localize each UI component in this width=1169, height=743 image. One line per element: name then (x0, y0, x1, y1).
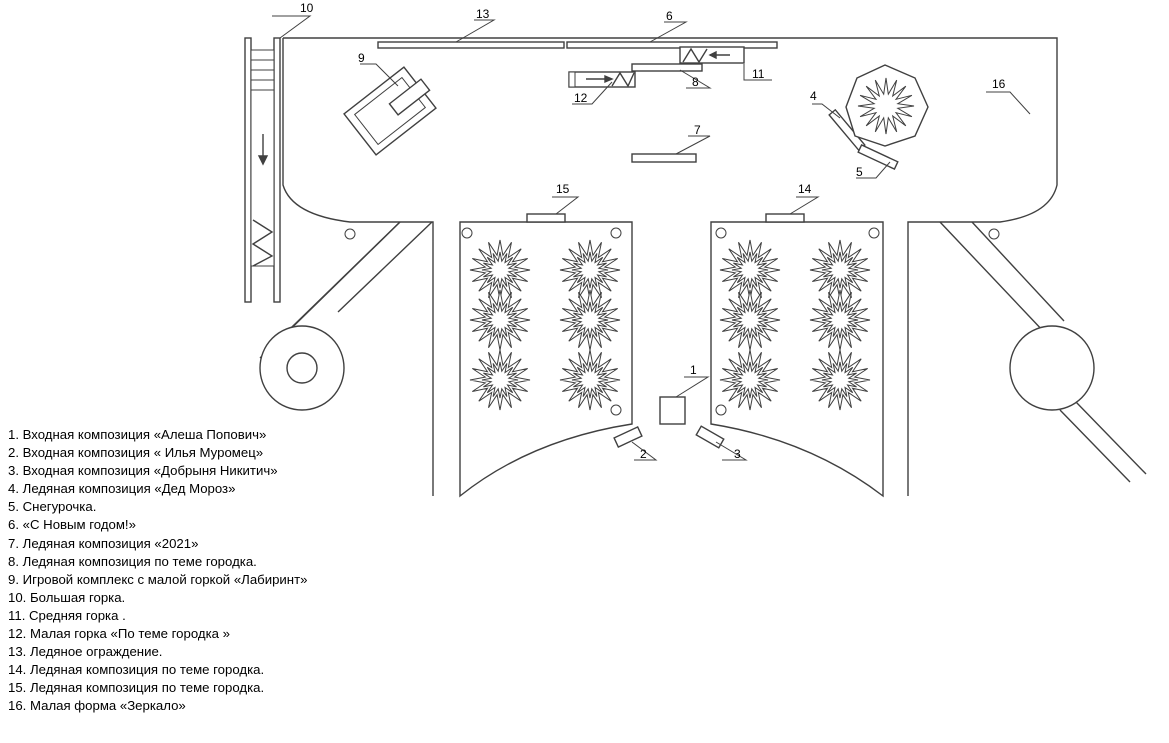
legend-item: 14. Ледяная композиция по теме городка. (8, 662, 265, 678)
left-lamp (344, 228, 356, 240)
legend-item: 4. Ледяная композиция «Дед Мороз» (8, 481, 236, 497)
legend-item: 5. Снегурочка. (8, 499, 97, 515)
label-9: 9 (358, 51, 365, 65)
label-4: 4 (810, 89, 817, 103)
label-3: 3 (734, 447, 741, 461)
left-bed-corner-tr (610, 227, 622, 239)
snowflake (821, 301, 859, 339)
snowflake (481, 361, 519, 399)
small-slide (568, 71, 636, 88)
label-13: 13 (476, 7, 490, 21)
right-roundabout (1009, 325, 1095, 411)
snegurochka (857, 143, 899, 171)
legend-item: 1. Входная композиция «Алеша Попович» (8, 427, 267, 442)
snowflake (571, 301, 609, 339)
label-6: 6 (666, 9, 673, 23)
legend-item: 15. Ледяная композиция по теме городка. (8, 680, 265, 696)
ice-town-sculpture-14 (765, 213, 805, 223)
snowflake (821, 361, 859, 399)
snowflake (571, 361, 609, 399)
left-bed-corner-br (610, 404, 622, 416)
tree-snowflake (857, 77, 915, 135)
snowflake (481, 301, 519, 339)
ice-2021 (631, 153, 697, 163)
left-roundabout-center (286, 352, 318, 384)
legend-item: 16. Малая форма «Зеркало» (8, 698, 186, 714)
snowflake (731, 301, 769, 339)
right-bed-corner-bl (715, 404, 727, 416)
right-bed-corner-tl (715, 227, 727, 239)
ice-town-sculpture-8 (631, 63, 703, 72)
snowflake (571, 251, 609, 289)
legend-item: 12. Малая горка «По теме городка » (8, 626, 230, 642)
ilya-muromets-entrance (613, 426, 643, 448)
legend-item: 6. «С Новым годом!» (8, 517, 136, 533)
alesha-popovich-entrance (659, 396, 686, 425)
right-path (939, 221, 1065, 334)
legend-item: 2. Входная композиция « Илья Муромец» (8, 445, 264, 461)
snowflake (731, 361, 769, 399)
labyrinth-complex (343, 66, 437, 156)
legend-item: 13. Ледяное ограждение. (8, 644, 163, 660)
label-14: 14 (798, 182, 812, 196)
legend-item: 8. Ледяная композиция по теме городка. (8, 553, 257, 569)
left-bed-corner-tl (461, 227, 473, 239)
label-12: 12 (574, 91, 588, 105)
legend-item: 10. Большая горка. (8, 589, 126, 605)
legend-item: 9. Игровой комплекс с малой горкой «Лаби… (8, 571, 308, 587)
christmas-tree-area (845, 64, 929, 147)
ice-town-sculpture-15 (526, 213, 566, 223)
right-lamp (988, 228, 1000, 240)
legend-item: 11. Средняя горка . (8, 607, 126, 623)
legend-item: 7. Ледяная композиция «2021» (8, 535, 199, 551)
snowflake-decorations (469, 239, 871, 411)
label-1: 1 (690, 363, 697, 377)
right-bed-corner-tr (868, 227, 880, 239)
label-5: 5 (856, 165, 863, 179)
label-2: 2 (640, 447, 647, 461)
plaza-outline (259, 37, 1058, 496)
label-8: 8 (692, 75, 699, 89)
label-15: 15 (556, 182, 570, 196)
right-exit-path (1059, 401, 1147, 483)
label-7: 7 (694, 123, 701, 137)
snowflake (481, 251, 519, 289)
ice-fence (377, 41, 565, 49)
label-10: 10 (300, 1, 314, 15)
big-slide (244, 37, 281, 303)
label-16: 16 (992, 77, 1006, 91)
medium-slide (679, 46, 745, 64)
label-11: 11 (752, 67, 765, 81)
legend-item: 3. Входная композиция «Добрыня Никитич» (8, 463, 278, 479)
snowflake (821, 251, 859, 289)
snowflake (731, 251, 769, 289)
new-year-sign (566, 41, 778, 49)
legend-list: 1. Входная композиция «Алеша Попович» 2.… (8, 426, 307, 716)
